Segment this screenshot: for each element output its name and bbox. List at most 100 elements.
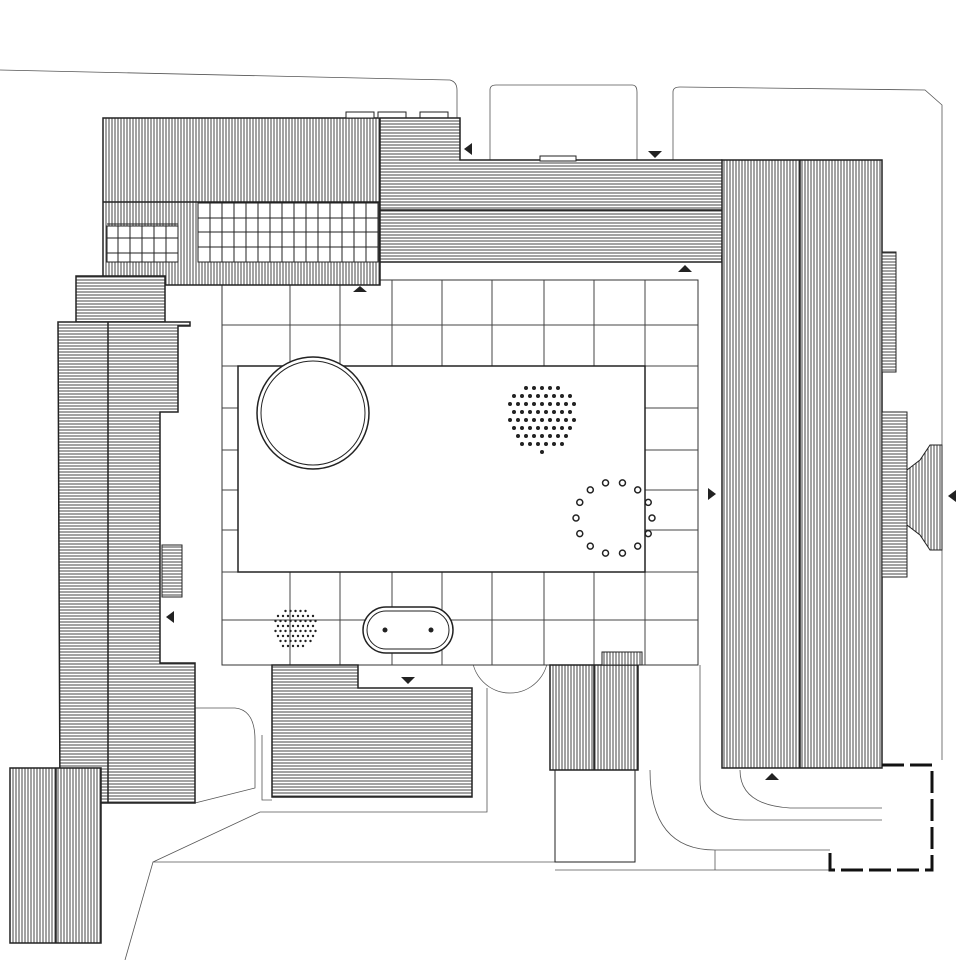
tree-dot — [512, 426, 516, 430]
entrance-arrows — [166, 143, 956, 780]
tree-dot — [556, 402, 560, 406]
seat — [586, 542, 595, 550]
tree-dot — [286, 634, 290, 638]
entrance-arrow-icon — [648, 151, 662, 158]
tree-dot — [512, 410, 516, 414]
tree-dot — [306, 624, 310, 628]
tree-dot — [306, 634, 310, 638]
tree-dot — [548, 402, 552, 406]
entrance-arrow-icon — [464, 143, 472, 155]
seat — [644, 529, 652, 538]
tree-dot — [296, 634, 300, 638]
tree-dot — [536, 442, 540, 446]
tree-dot — [304, 629, 307, 633]
tree-dot-cluster-large — [508, 386, 576, 454]
seat — [618, 549, 627, 557]
tree-dot — [291, 634, 295, 638]
tree-dot — [276, 634, 280, 638]
tree-dot — [314, 619, 317, 623]
tree-dot — [552, 426, 556, 430]
tree-dot — [520, 442, 524, 446]
tree-dot — [286, 614, 290, 618]
tree-dot — [536, 394, 540, 398]
building-south-small — [549, 651, 643, 863]
round-pool — [256, 356, 370, 470]
tree-dot — [516, 402, 520, 406]
seat — [648, 514, 656, 522]
seat — [601, 549, 610, 557]
seat — [586, 486, 595, 494]
tree-dot — [301, 634, 305, 638]
tree-dot — [520, 426, 524, 430]
tree-dot — [284, 619, 287, 623]
tree-dot — [274, 629, 277, 633]
tree-dot — [516, 434, 520, 438]
tree-dot — [544, 426, 548, 430]
entrance-arrow-icon — [708, 488, 716, 500]
tree-dot — [552, 394, 556, 398]
tree-dot — [296, 644, 300, 648]
tree-dot — [560, 410, 564, 414]
seating-ring — [572, 479, 656, 557]
tree-dot — [556, 434, 560, 438]
tree-dot — [524, 386, 528, 390]
tree-dot — [311, 614, 315, 618]
tree-dot — [294, 619, 297, 623]
tree-dot — [309, 619, 312, 623]
entrance-arrow-icon — [948, 490, 956, 502]
building-east — [721, 159, 943, 769]
seat — [601, 479, 610, 487]
building-north-wing — [379, 117, 769, 263]
tree-dot — [286, 644, 290, 648]
tree-dot — [548, 434, 552, 438]
tree-dot — [299, 619, 302, 623]
tree-dot — [281, 634, 285, 638]
tree-dot — [279, 639, 282, 643]
entrance-arrow-icon — [166, 611, 174, 623]
tree-dot — [528, 410, 532, 414]
tree-dot — [311, 624, 315, 628]
entrance-arrow-icon — [353, 286, 367, 292]
building-west — [57, 275, 196, 804]
tree-dot — [281, 624, 285, 628]
tree-dot — [291, 614, 295, 618]
tree-dot — [289, 639, 292, 643]
tree-dot — [560, 442, 564, 446]
building-south-west — [9, 767, 102, 944]
tree-dot — [279, 629, 282, 633]
seat — [618, 479, 627, 487]
tree-dot — [528, 442, 532, 446]
tree-dot — [296, 614, 300, 618]
entrance-arrow-icon — [765, 773, 779, 780]
tree-dot — [524, 418, 528, 422]
tree-dot — [564, 418, 568, 422]
tree-dot — [556, 418, 560, 422]
tree-dot — [276, 614, 280, 618]
tree-dot — [301, 624, 305, 628]
tree-dot — [560, 394, 564, 398]
tree-dot — [284, 629, 287, 633]
tree-dot — [291, 644, 295, 648]
tree-dot — [572, 402, 576, 406]
tree-dot — [294, 639, 297, 643]
tree-dot — [301, 614, 305, 618]
seat — [633, 486, 642, 494]
tree-dot — [564, 434, 568, 438]
seat — [644, 498, 652, 507]
tree-dot — [524, 434, 528, 438]
tree-dot — [532, 386, 536, 390]
tree-dot — [306, 614, 310, 618]
pavilion-outline — [828, 763, 934, 872]
tree-dot — [540, 386, 544, 390]
tree-dot — [572, 418, 576, 422]
tree-dot — [512, 394, 516, 398]
tree-dot — [304, 609, 307, 613]
tree-dot — [520, 410, 524, 414]
tree-dot — [309, 629, 312, 633]
tree-dot-cluster-small — [274, 609, 317, 648]
tree-dot — [548, 418, 552, 422]
tree-dot — [299, 639, 302, 643]
tree-dot — [279, 619, 282, 623]
tree-dot — [291, 624, 295, 628]
tree-dot — [544, 394, 548, 398]
